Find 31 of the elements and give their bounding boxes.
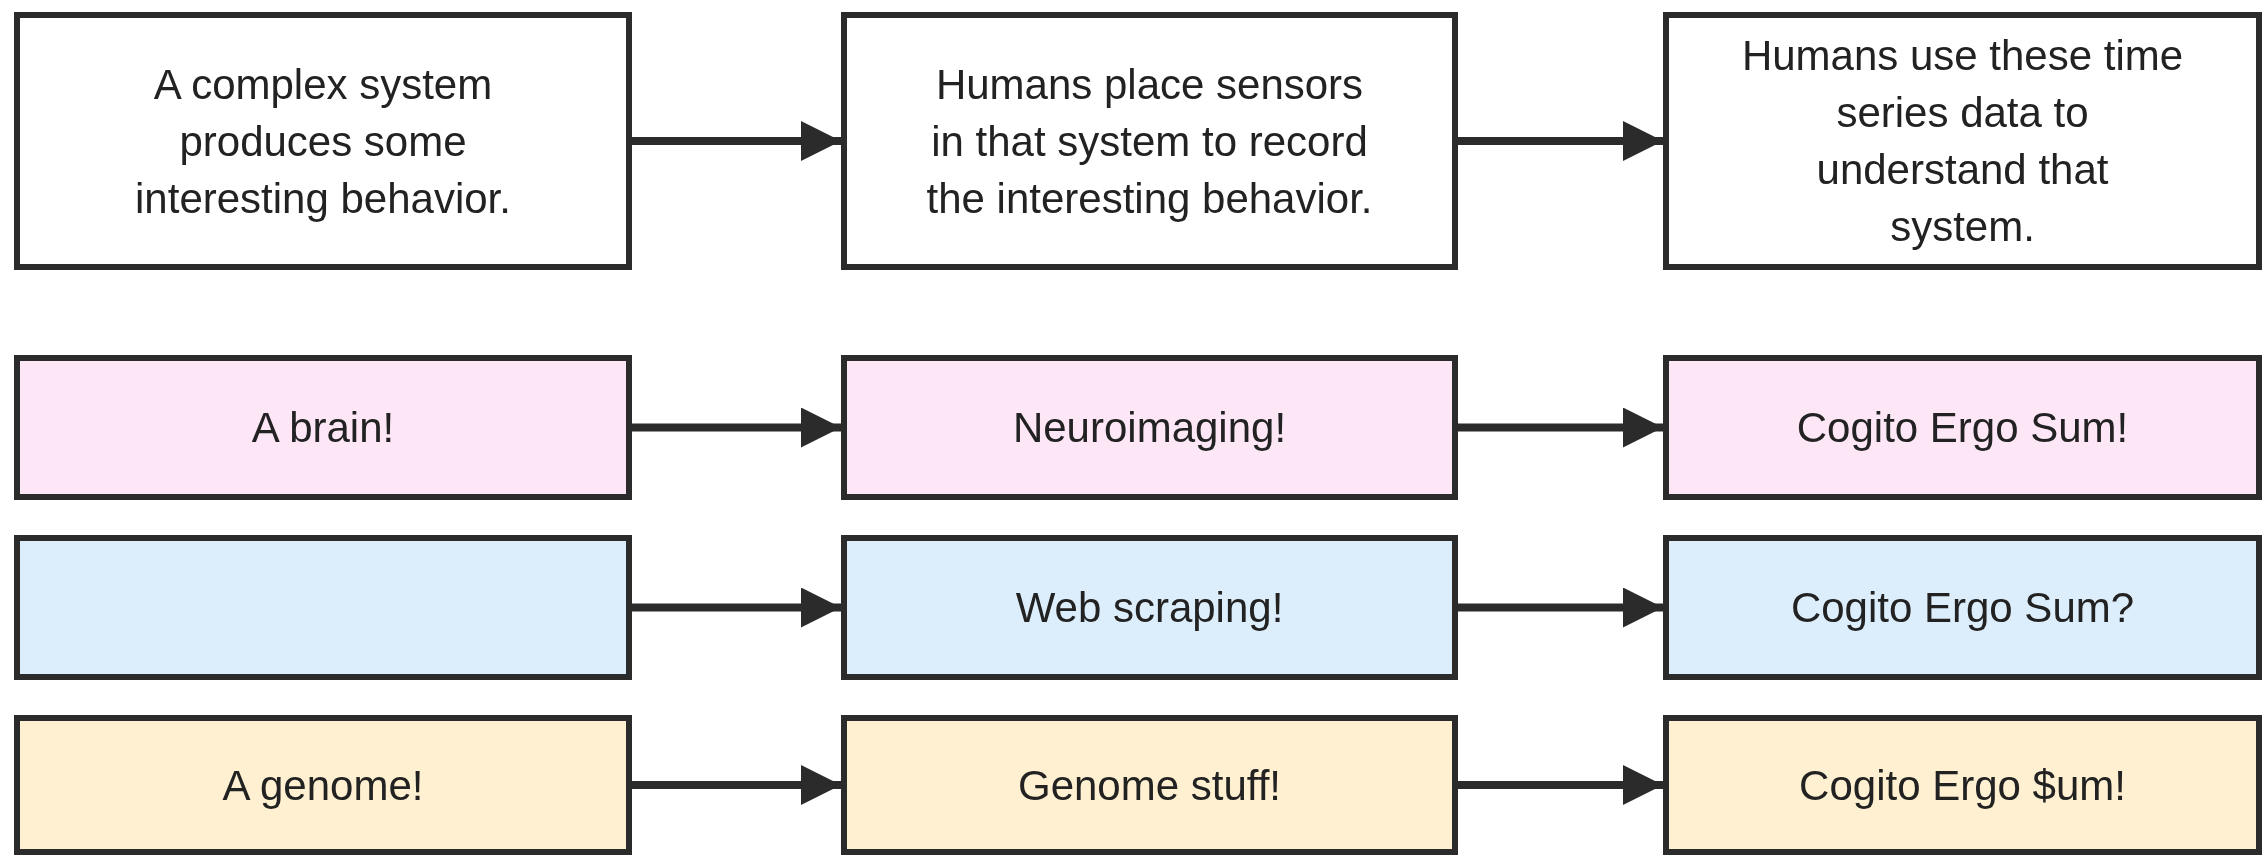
arrow xyxy=(632,407,841,448)
process-box xyxy=(841,715,1458,855)
process-box xyxy=(1663,355,2262,500)
box-text: A complex system produces some interesting behavior. xyxy=(134,59,512,224)
process-box xyxy=(841,12,1458,270)
process-box xyxy=(1663,12,2262,270)
process-box xyxy=(1663,715,2262,855)
box-text: Web scraping! xyxy=(1014,583,1285,633)
box-text: Genome stuff! xyxy=(1016,760,1282,811)
process-box xyxy=(841,535,1458,680)
arrow xyxy=(1458,407,1663,448)
arrow xyxy=(632,121,841,161)
box-text: Cogito Ergo Sum! xyxy=(1795,403,2130,453)
box-text: Cogito Ergo $um! xyxy=(1798,760,2127,811)
arrow xyxy=(632,765,841,805)
box-text: A genome! xyxy=(221,760,425,811)
process-box xyxy=(14,715,632,855)
process-box xyxy=(14,12,632,270)
process-box xyxy=(841,355,1458,500)
box-text: A brain! xyxy=(250,403,396,453)
box-text: Humans place sensors in that system to record the interesting behavior. xyxy=(925,59,1374,224)
arrow xyxy=(1458,587,1663,628)
process-box xyxy=(14,535,632,680)
box-text: Cogito Ergo Sum? xyxy=(1789,583,2136,633)
process-box xyxy=(14,355,632,500)
box-text: Neuroimaging! xyxy=(1011,403,1288,453)
arrow xyxy=(1458,765,1663,805)
arrow xyxy=(632,587,841,628)
box-text: Humans use these time series data to understand that system. xyxy=(1740,31,2185,252)
arrow xyxy=(1458,121,1663,161)
process-box xyxy=(1663,535,2262,680)
